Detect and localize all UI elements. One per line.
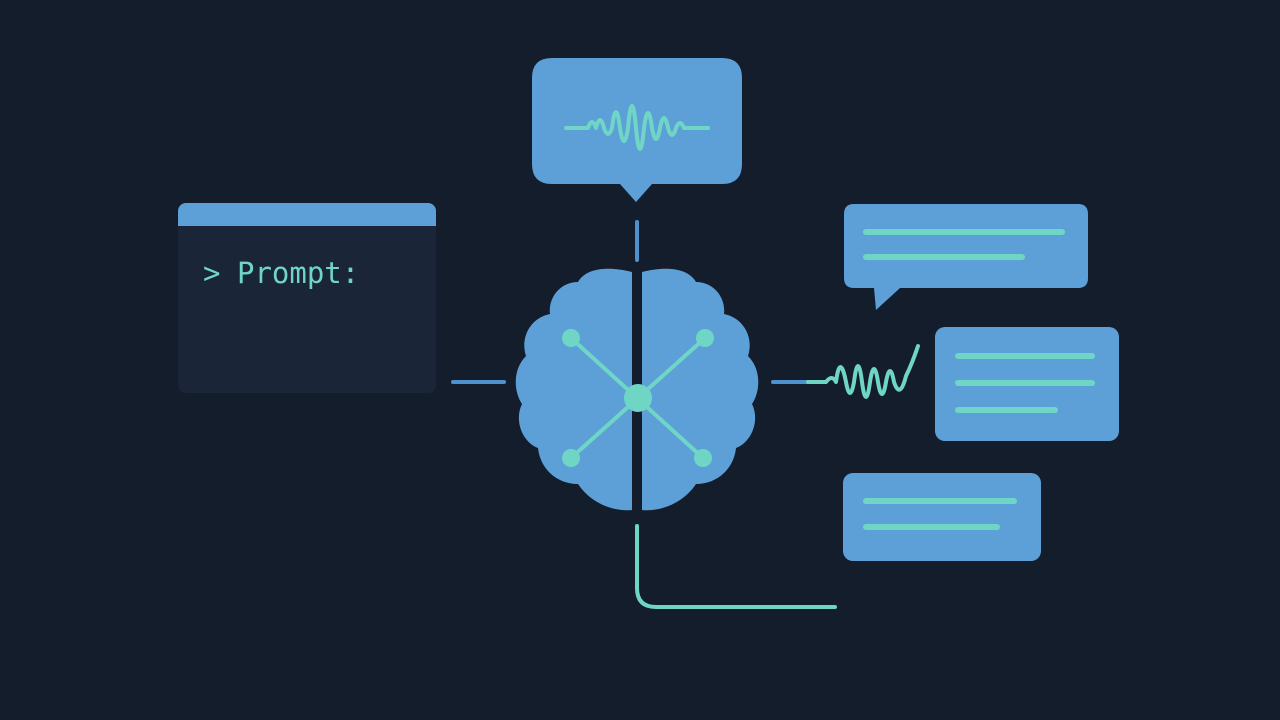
- brain-network-node: [562, 329, 580, 347]
- brain-network-hub: [624, 384, 652, 412]
- brain-network-node: [562, 449, 580, 467]
- audio-waveform-bubble-icon: [532, 58, 742, 202]
- brain-right-hemisphere: [642, 268, 759, 511]
- prompt-panel-body: [178, 203, 436, 393]
- output-waveform: [806, 344, 920, 399]
- brain-icon: [515, 268, 759, 511]
- prompt-panel: > Prompt:: [178, 203, 436, 393]
- chat-bubble-bottom: [843, 473, 1041, 561]
- chat-message-icon: [935, 327, 1119, 441]
- chat-message-icon: [843, 473, 1041, 561]
- chat-message-icon: [844, 204, 1088, 310]
- brain-network-node: [696, 329, 714, 347]
- prompt-chevron: >: [203, 256, 220, 290]
- brain-left-hemisphere: [515, 268, 632, 511]
- prompt-panel-titlebar: [178, 203, 436, 226]
- prompt-label: Prompt:: [237, 256, 359, 290]
- audio-bubble-waveform: [564, 104, 710, 151]
- connector-brain-to-bottom: [635, 524, 837, 609]
- audio-waveform-icon: [771, 344, 920, 399]
- brain-network-node: [694, 449, 712, 467]
